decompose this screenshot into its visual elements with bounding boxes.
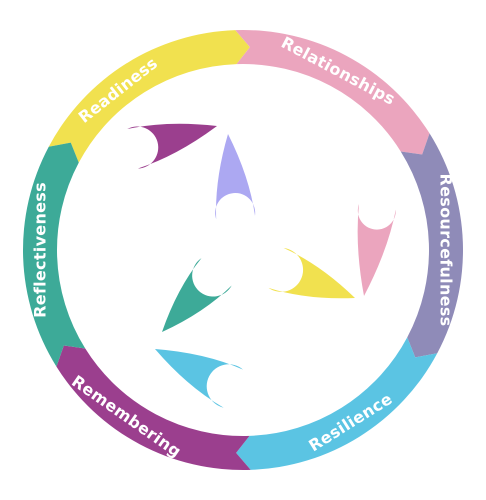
segment-label-reflectiveness: Reflectiveness [31,182,50,318]
petal-lavender [215,134,256,220]
segment-arrow-relationships [235,29,430,155]
petal-yellow [268,247,355,299]
segment-arrow-remembering [56,345,251,471]
petal-teal [162,258,232,332]
segment-label-readiness: Readiness [75,53,161,126]
petal-group [127,123,396,408]
segment-arrow-reflectiveness [23,142,86,367]
segment-label-remembering: Remembering [68,371,185,461]
segment-arrow-readiness [48,30,250,163]
segment-arrow-resourcefulness [400,133,463,358]
petal-pink [357,204,396,296]
cycle-ring [23,29,463,471]
segment-arrow-resilience [236,337,438,470]
petal-purple [127,123,217,169]
segment-label-resourcefulness: Resourcefulness [437,174,456,327]
petal-blue [155,349,244,408]
